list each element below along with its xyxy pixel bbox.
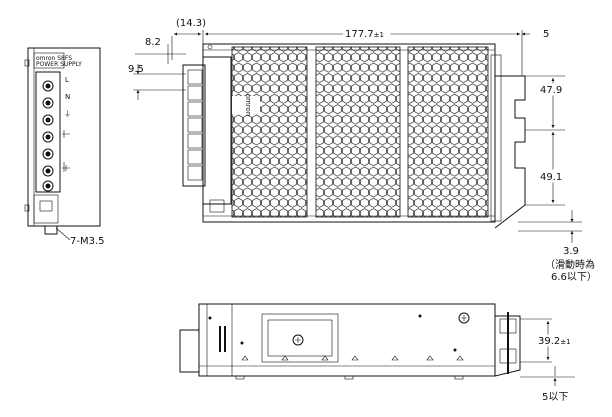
dim-lower-height: 49.1 xyxy=(540,172,562,183)
screw-note-leader xyxy=(55,227,71,241)
side-feet xyxy=(235,375,464,380)
brand-label-plate xyxy=(33,52,65,69)
dim-pitch-1: 8.2 xyxy=(145,37,161,48)
terminal-foot xyxy=(209,199,225,213)
side-view-outline xyxy=(198,303,496,377)
side-hole xyxy=(208,316,212,320)
side-hole xyxy=(453,348,457,352)
dim-length-tol: ±1 xyxy=(374,31,384,39)
terminal-cell xyxy=(187,149,203,165)
side-screw-slot xyxy=(295,337,301,343)
top-view-brand: omron xyxy=(244,94,252,117)
terminal-cells xyxy=(187,69,203,181)
side-screw xyxy=(292,334,304,346)
vent-mark xyxy=(281,355,289,361)
dim-length-value: 177.7 xyxy=(345,29,374,40)
output-plus-symbol xyxy=(62,162,70,172)
dim-lower-height-mask: 49.1 xyxy=(540,172,562,183)
vent-mark xyxy=(351,355,359,361)
side-label-plate xyxy=(267,319,333,357)
foot xyxy=(454,375,464,380)
end-view-tab xyxy=(24,204,30,212)
side-hole xyxy=(240,341,244,345)
dim-rail-offset: 3.9 xyxy=(563,246,579,257)
vent-panel xyxy=(407,46,489,218)
terminal-strip xyxy=(182,64,206,187)
brand-line-2: POWER SUPPLY xyxy=(36,61,82,68)
side-bottom-vents xyxy=(241,355,464,361)
terminal-label-l: L xyxy=(65,76,69,84)
output-minus-symbol xyxy=(62,130,70,138)
terminal-cell xyxy=(187,133,203,149)
foot xyxy=(235,375,245,380)
vent-panel xyxy=(231,46,308,218)
vent-hex-grid: omron xyxy=(231,46,489,218)
dim-height-mask: 39.2±1 xyxy=(538,336,575,347)
dim-height-value: 39.2 xyxy=(538,336,560,347)
vent-panel xyxy=(315,46,401,218)
top-view: omron (14.3) 177.7±1 177.7±1 5 8.2 xyxy=(128,18,597,283)
dim-height: 39.2±1 xyxy=(538,336,571,347)
terminal-screw xyxy=(42,80,54,92)
dim-right-gap: 5 xyxy=(543,29,549,40)
dim-height-tol: ±1 xyxy=(560,338,570,346)
vent-mark xyxy=(321,355,329,361)
side-hole xyxy=(418,314,422,318)
din-latch-tab xyxy=(44,225,58,235)
terminal-screw xyxy=(42,165,54,177)
brand-label-area xyxy=(232,96,260,114)
dim-upper-height: 47.9 xyxy=(540,85,562,96)
side-label-recess xyxy=(261,313,339,363)
terminal-screw xyxy=(42,180,54,192)
terminal-label-n: N xyxy=(65,93,70,101)
mounting-hole xyxy=(207,44,213,50)
vent-mark xyxy=(426,355,434,361)
din-latch-slot xyxy=(39,200,53,212)
side-view: 39.2±1 39.2±1 5以下 xyxy=(179,303,578,403)
screw-note: 7-M3.5 xyxy=(70,236,105,247)
terminal-cover-frame xyxy=(202,56,232,205)
dim-upper-height-mask: 47.9 xyxy=(540,85,562,96)
terminal-label-ground: ⏚ xyxy=(64,110,71,118)
terminal-screw xyxy=(42,131,54,143)
dim-rail-note-2: 6.6以下） xyxy=(551,271,597,283)
terminal-cell xyxy=(187,85,203,101)
terminal-cell xyxy=(187,101,203,117)
dim-pitch-2: 9.5 xyxy=(128,64,144,75)
din-latch xyxy=(33,194,59,224)
brand-line-1: omron S8FS xyxy=(36,55,72,62)
terminal-block xyxy=(35,71,61,193)
terminal-cell xyxy=(187,165,203,181)
vent-mark xyxy=(456,355,464,361)
side-terminal-block xyxy=(179,329,200,373)
dim-rail-note: （滑動時為 xyxy=(545,258,595,271)
din-rail-side xyxy=(490,54,502,222)
end-view-tab xyxy=(24,59,30,67)
vent-mark xyxy=(391,355,399,361)
terminal-screw xyxy=(42,148,54,160)
foot xyxy=(344,375,354,380)
ground-screw xyxy=(458,312,470,324)
dim-length: 177.7±1 xyxy=(345,29,384,40)
terminal-screw xyxy=(42,114,54,126)
end-view-outline xyxy=(27,47,101,227)
terminal-cell xyxy=(187,117,203,133)
dim-bottom-note: 5以下 xyxy=(542,392,568,403)
ground-screw-slot xyxy=(461,315,467,321)
terminal-cell xyxy=(187,69,203,85)
left-end-view: omron S8FS POWER SUPPLY L N ⏚ 7-M3.5 xyxy=(24,47,105,247)
terminal-screw xyxy=(42,97,54,109)
din-rail-bracket xyxy=(494,75,526,229)
dim-length-mask: 177.7±1 xyxy=(345,29,388,40)
dim-terminal-depth: (14.3) xyxy=(176,18,206,29)
vent-mark xyxy=(241,355,249,361)
terminal-screws xyxy=(42,80,54,192)
